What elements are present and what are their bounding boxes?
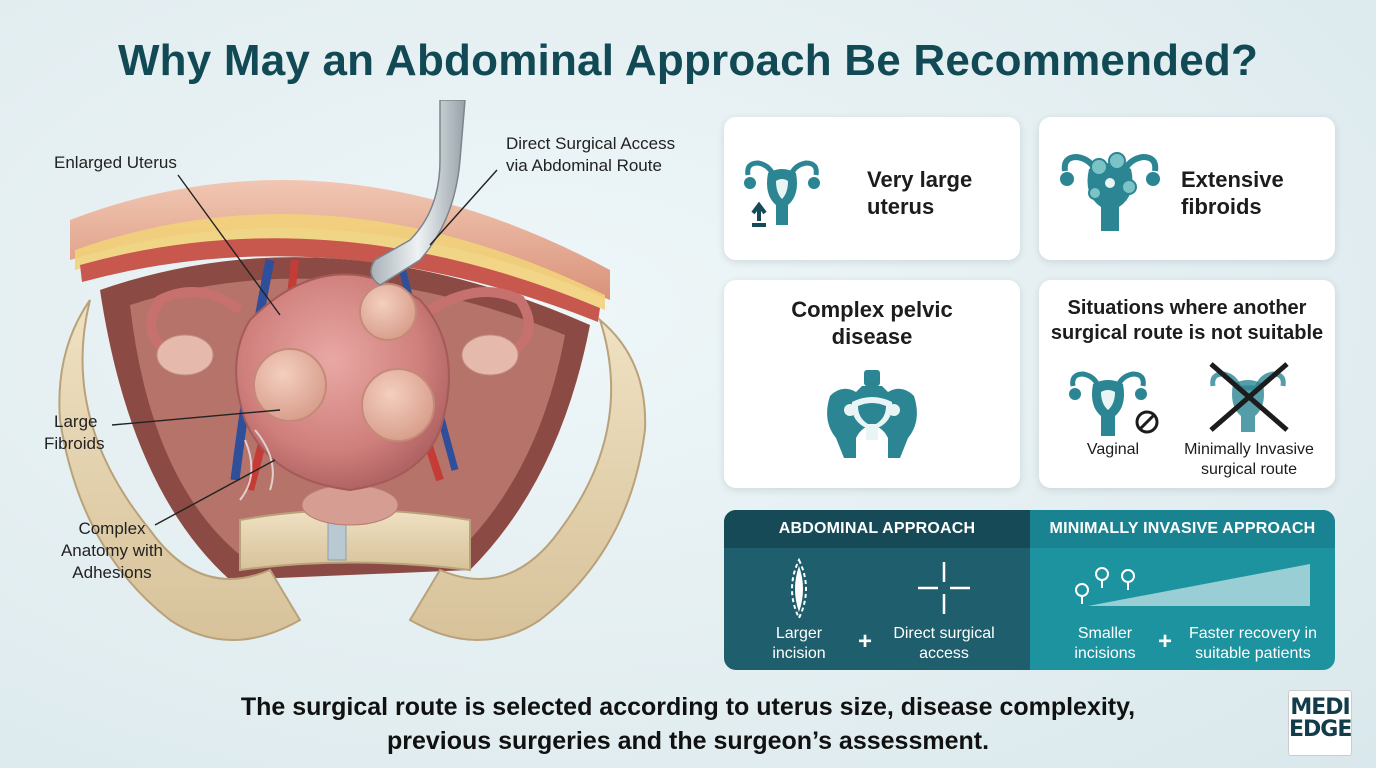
pelvic-bone-right <box>408 317 647 641</box>
label-direct-access: Direct Surgical Access via Abdominal Rou… <box>506 134 676 175</box>
abdominal-wall <box>70 180 610 300</box>
abdominal-approach-panel: ABDOMINAL APPROACH Larger incision + Dir… <box>724 510 1030 670</box>
minimally-invasive-route-icon <box>1209 362 1289 432</box>
label-large-fibroids: Large Fibroids <box>44 412 105 453</box>
footer-line-2: previous surgeries and the surgeon’s ass… <box>386 727 990 755</box>
card-extensive-fibroids-l2: fibroids <box>1181 194 1262 219</box>
fibroid <box>253 348 327 422</box>
abdominal-plus: + <box>858 628 873 655</box>
card-extensive-fibroids-l1: Extensive <box>1181 167 1284 192</box>
mi-label-l1: Minimally Invasive <box>1184 441 1314 458</box>
fibroid-uterus-icon <box>1060 152 1160 231</box>
vaginal-label: Vaginal <box>1086 441 1140 458</box>
anatomy-illustration <box>58 100 647 641</box>
brand-logo: MEDI EDGE <box>1288 690 1352 756</box>
surgical-retractor <box>370 100 466 286</box>
large-incision-icon <box>791 558 807 620</box>
abdominal-item2-l1: Direct surgical <box>893 625 995 642</box>
label-enlarged-uterus: Enlarged Uterus <box>54 153 177 172</box>
card-other-route-not-suitable: Situations where another surgical route … <box>1039 280 1335 488</box>
fibroid <box>359 283 417 341</box>
card-complex-pelvic-disease: Complex pelvic disease <box>724 280 1020 488</box>
abdominal-item1-l2: incision <box>772 645 826 662</box>
logo-line-1: MEDI <box>1290 695 1350 720</box>
card-other-route-l2: surgical route is not suitable <box>1050 322 1324 344</box>
card-complex-pelvic-l2: disease <box>831 324 913 349</box>
small-incisions-icon <box>1075 564 1310 606</box>
mi-plus: + <box>1158 628 1173 655</box>
footer-summary: The surgical route is selected according… <box>0 690 1376 758</box>
minimally-invasive-header: MINIMALLY INVASIVE APPROACH <box>1049 520 1316 537</box>
card-extensive-fibroids: Extensive fibroids <box>1039 117 1335 260</box>
vaginal-route-icon <box>1069 371 1159 436</box>
minimally-invasive-panel: MINIMALLY INVASIVE APPROACH Smaller inci… <box>1030 510 1335 670</box>
fibroid <box>361 368 435 442</box>
label-complex-anatomy: Complex Anatomy with Adhesions <box>60 519 164 582</box>
mi-item1-l2: incisions <box>1074 645 1136 662</box>
card-other-route-l1: Situations where another <box>1067 297 1307 319</box>
mi-item2-l1: Faster recovery in <box>1188 625 1318 642</box>
card-complex-pelvic-l1: Complex pelvic <box>791 297 953 322</box>
abdominal-approach-header: ABDOMINAL APPROACH <box>778 520 976 537</box>
abdominal-item1-l1: Larger <box>775 625 823 642</box>
card-very-large-uterus-l1: Very large <box>867 167 973 192</box>
logo-line-2: EDGE <box>1289 717 1352 742</box>
footer-line-1: The surgical route is selected according… <box>240 693 1136 721</box>
card-very-large-uterus-l2: uterus <box>867 194 935 219</box>
abdominal-item2-l2: access <box>919 645 969 662</box>
approach-comparison: ABDOMINAL APPROACH Larger incision + Dir… <box>724 510 1335 670</box>
card-very-large-uterus: Very large uterus <box>724 117 1020 260</box>
page-title: Why May an Abdominal Approach Be Recomme… <box>117 36 1259 85</box>
mi-item2-l2: suitable patients <box>1195 645 1311 662</box>
mi-item1-l1: Smaller <box>1077 625 1133 642</box>
pelvic-bone-left <box>58 299 302 641</box>
enlarged-uterus-icon <box>744 160 820 227</box>
direct-access-icon <box>918 562 970 614</box>
mi-label-l2: surgical route <box>1200 461 1298 478</box>
pelvis-icon <box>827 370 917 458</box>
